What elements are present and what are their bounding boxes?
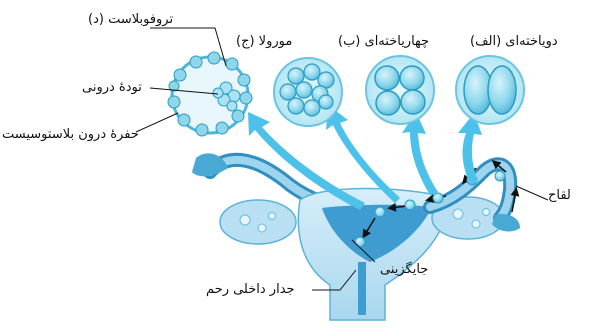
label-morula: مورولا (ج) (236, 34, 292, 50)
two-cell-embryo (456, 56, 524, 124)
label-trophoblast: تروفوبلاست (د) (88, 12, 173, 28)
label-four-cell: چهارياخته‌ای (ب) (338, 34, 429, 50)
morula-embryo (274, 58, 342, 126)
label-blastocyst-cavity: حفرهٔ درون بلاستوسیست (2, 127, 139, 143)
four-cell-embryo (366, 56, 434, 124)
blastocyst-embryo (168, 52, 252, 136)
label-inner-cell-mass: تودهٔ درونی (82, 80, 142, 96)
label-zygote: لقاح (548, 188, 571, 204)
label-two-cell: دوياخته‌ای (الف) (470, 34, 558, 50)
label-uterine-wall: جدار داخلی رحم (206, 282, 295, 298)
label-implantation: جايگزينی (380, 262, 428, 278)
